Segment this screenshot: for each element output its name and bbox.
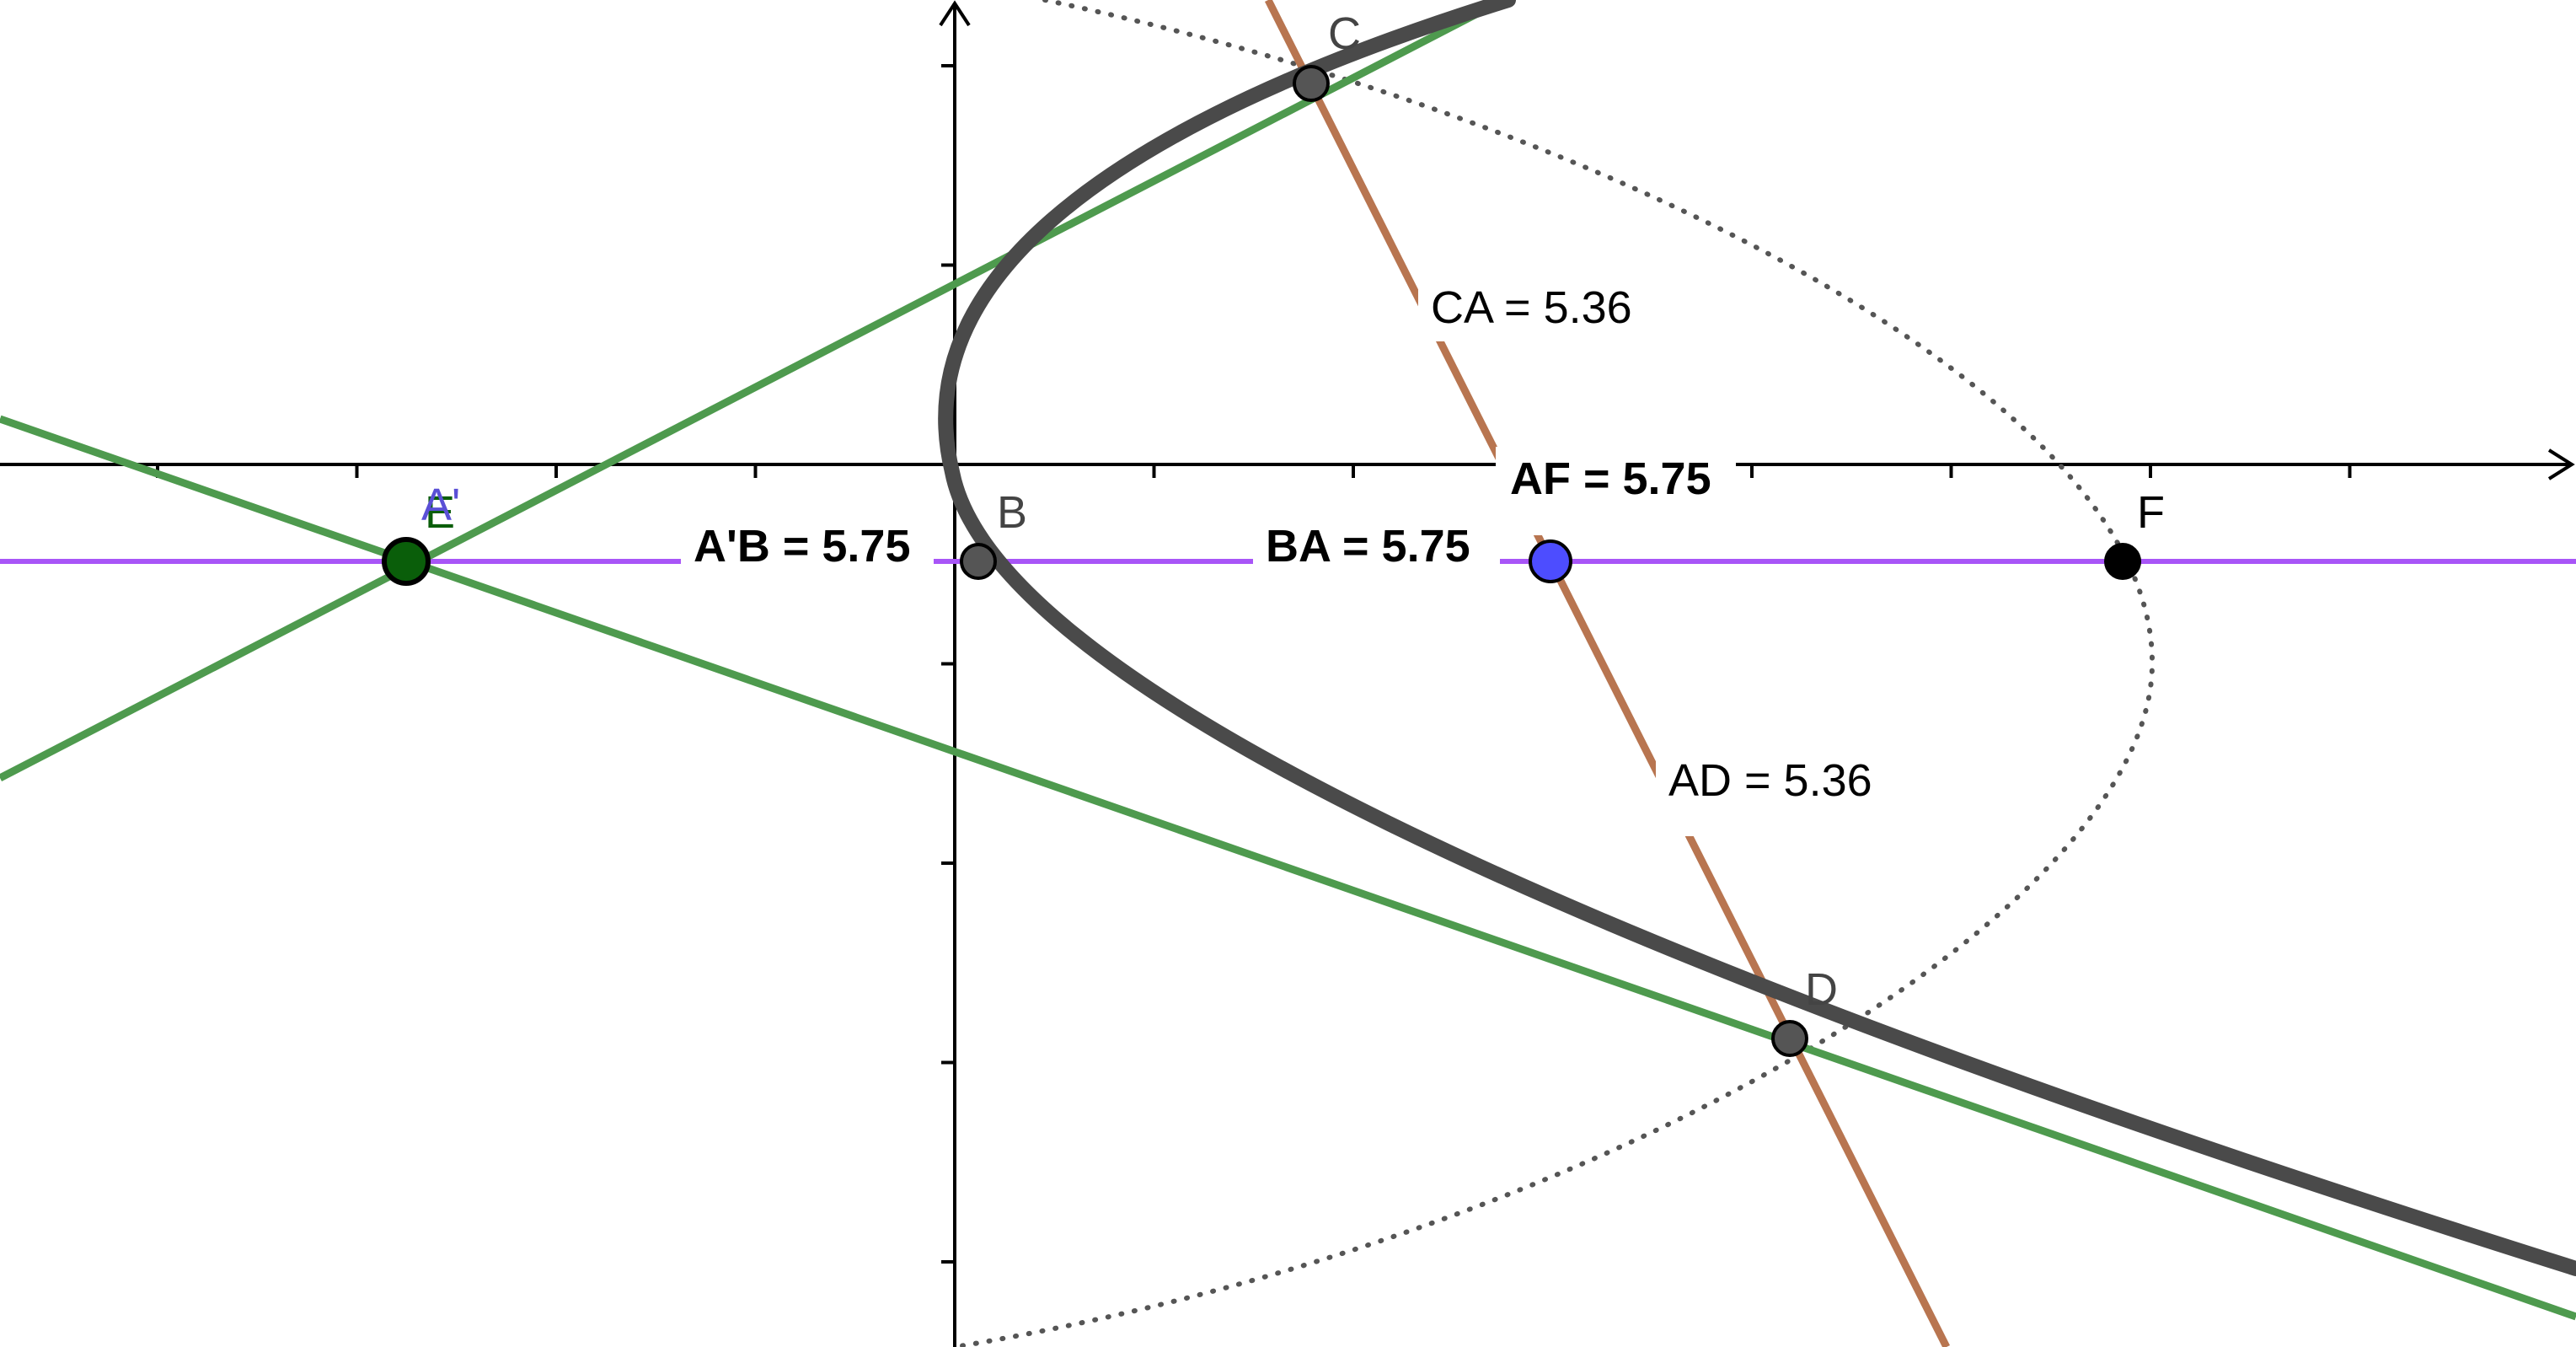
label-bg-ad <box>1656 749 1900 836</box>
dotted-ellipse <box>952 0 2156 1347</box>
point-e[interactable] <box>382 537 431 586</box>
point-d[interactable] <box>1771 1020 1808 1057</box>
point-f-label: F <box>2137 487 2165 538</box>
point-b[interactable] <box>960 543 997 580</box>
y-axis-arrow <box>939 0 971 27</box>
point-c-label: C <box>1328 8 1361 59</box>
x-axis-ticks <box>156 464 2352 478</box>
point-c[interactable] <box>1293 65 1330 102</box>
measure-a2b-label: A'B = 5.75 <box>694 521 910 572</box>
parabola <box>938 0 2576 1276</box>
point-d-label: D <box>1805 964 1838 1015</box>
label-bg-a2b <box>681 516 934 592</box>
measure-ad-label: AD = 5.36 <box>1668 755 1872 806</box>
focal-chord-line <box>1264 0 1951 1347</box>
measure-af-label: AF = 5.75 <box>1510 453 1711 504</box>
label-bg-af <box>1496 447 1736 535</box>
point-a-prime-label: A' <box>421 480 460 530</box>
point-e-label: E <box>425 487 455 538</box>
point-b-label: B <box>997 487 1027 538</box>
x-axis-arrow <box>2547 448 2575 480</box>
y-axis-ticks <box>941 64 955 1264</box>
point-f[interactable] <box>2104 543 2141 580</box>
point-a[interactable] <box>1529 539 1572 583</box>
label-bg-ca <box>1418 274 1663 341</box>
measure-ba-label: BA = 5.75 <box>1266 521 1470 572</box>
label-bg-ba <box>1253 516 1500 592</box>
measure-ca-label: CA = 5.36 <box>1431 282 1632 333</box>
tangent-line-at-c <box>0 0 1513 781</box>
